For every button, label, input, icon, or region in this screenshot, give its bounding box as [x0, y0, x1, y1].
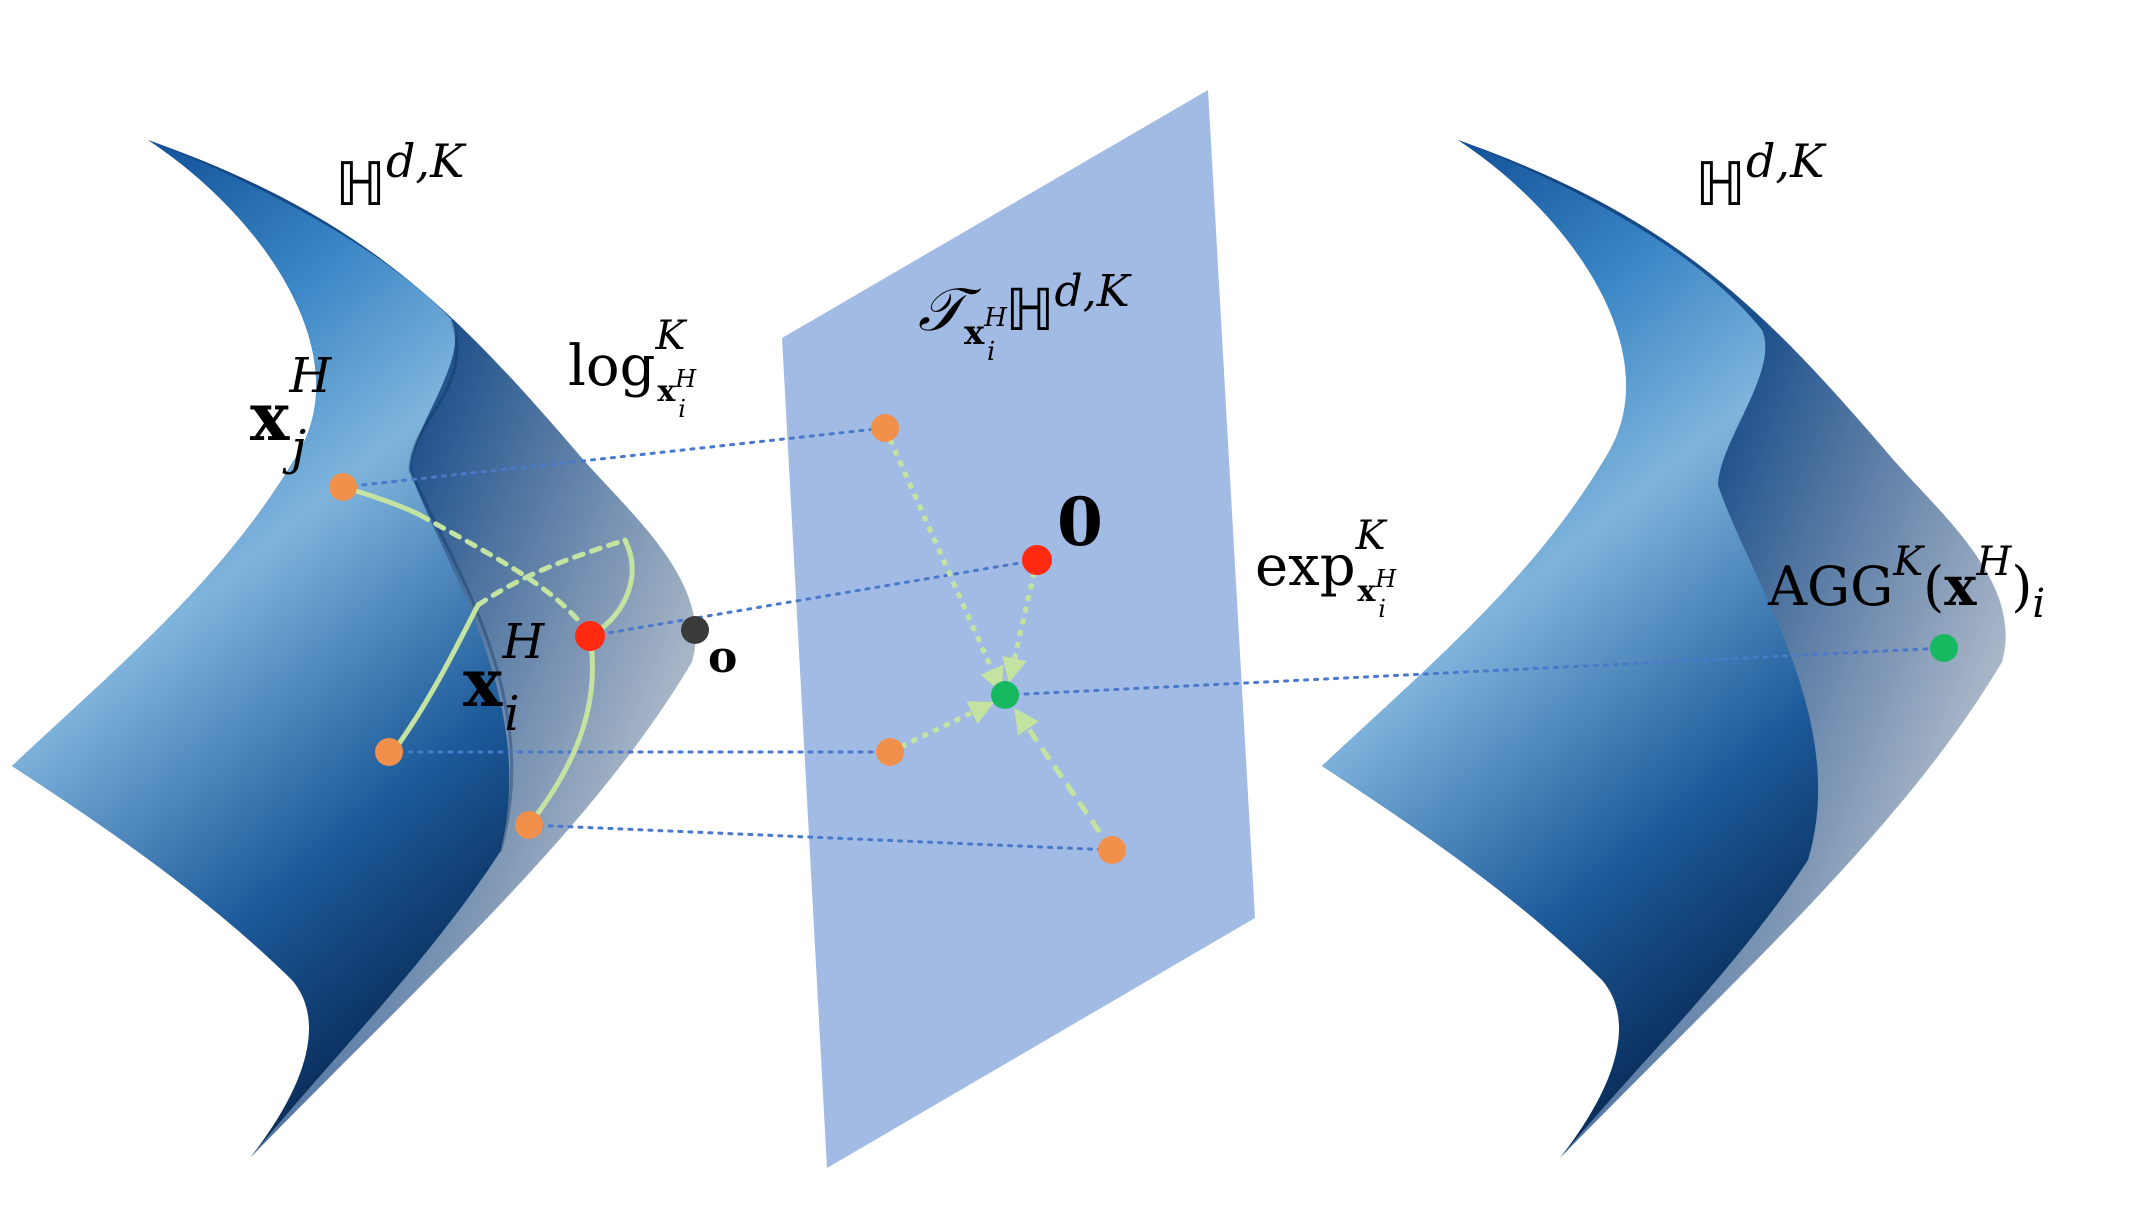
- tangent-neighbor-2: [876, 738, 904, 766]
- aggregation-label: AGGK(xH)i: [1767, 539, 2045, 627]
- tangent-plane: [782, 90, 1255, 1168]
- geodesics: [340, 484, 635, 828]
- right-manifold-surface: [1322, 140, 2006, 1158]
- points: [329, 414, 1958, 864]
- tangent-neighbor-1: [871, 414, 899, 442]
- projection-lines: [341, 426, 1946, 852]
- origin-tangent-label: 0: [1057, 483, 1103, 561]
- tangent-origin-point: [1022, 545, 1052, 575]
- right-manifold-label: ℍd,K: [1695, 134, 1827, 220]
- neighbor-point-xj: [329, 473, 357, 501]
- tangent-neighbor-3: [1098, 836, 1126, 864]
- center-point-xi: [575, 621, 605, 651]
- aggregated-point-manifold: [1930, 634, 1958, 662]
- tangent-aggregated-point: [991, 681, 1019, 709]
- neighbor-point-3: [515, 811, 543, 839]
- left-manifold-label: ℍd,K: [335, 134, 467, 220]
- origin-manifold-label: o: [708, 632, 737, 683]
- left-manifold-surface: [12, 140, 696, 1158]
- tangent-vectors: [882, 426, 1115, 852]
- neighbor-point-2: [375, 738, 403, 766]
- origin-point-manifold: [681, 616, 709, 644]
